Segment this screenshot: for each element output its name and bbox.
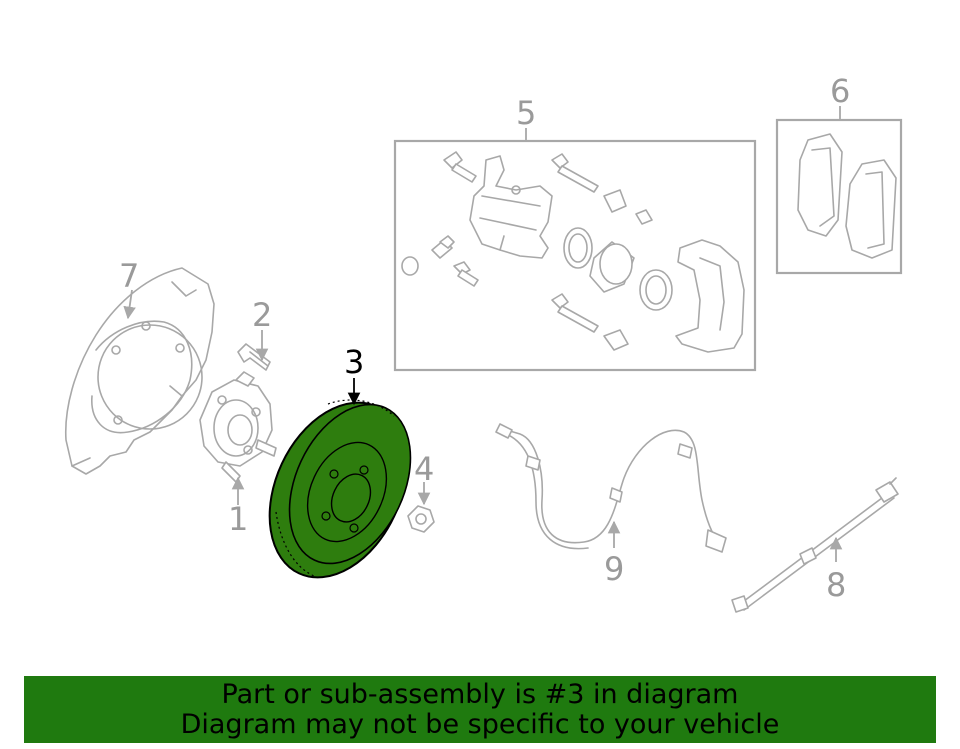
brake-pads-part[interactable] — [775, 118, 903, 275]
callout-9: 9 — [604, 550, 624, 588]
brake-rotor-part[interactable] — [243, 380, 435, 599]
callout-8: 8 — [826, 566, 846, 604]
abs-sensor-part[interactable] — [495, 423, 727, 553]
info-banner: Part or sub-assembly is #3 in diagram Di… — [24, 676, 936, 743]
banner-line-2: Diagram may not be specific to your vehi… — [180, 709, 780, 740]
callout-7: 7 — [119, 257, 139, 295]
caliper-assembly-part[interactable] — [393, 139, 757, 372]
callout-6: 6 — [830, 72, 850, 110]
banner-line-1: Part or sub-assembly is #3 in diagram — [221, 679, 739, 710]
brake-hose-part[interactable] — [731, 477, 899, 613]
callout-2: 2 — [252, 296, 272, 334]
wheel-stud-part[interactable] — [237, 343, 271, 371]
callout-3: 3 — [344, 343, 364, 381]
callout-4: 4 — [414, 450, 434, 488]
dust-shield-part[interactable] — [64, 267, 215, 475]
wheel-hub-part[interactable] — [199, 371, 277, 483]
callout-5: 5 — [516, 94, 536, 132]
callout-1: 1 — [228, 500, 248, 538]
hub-nut-part[interactable] — [407, 505, 435, 533]
